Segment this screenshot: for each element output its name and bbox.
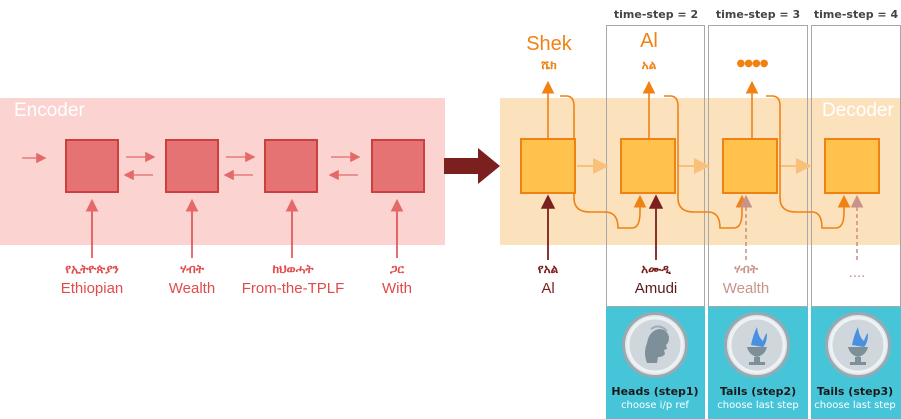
encoder-cell (165, 139, 219, 193)
decoder-output-ellipsis: ●●●● (736, 58, 769, 69)
decoder-input-english: Al (541, 280, 555, 297)
encoder-cell (371, 139, 425, 193)
encoder-input-english: From-the-TPLF (241, 280, 345, 297)
decoder-cell (520, 138, 576, 194)
timestep-label: time-step = 2 (613, 8, 699, 21)
encoder-input-amharic: የኢትዮጵያን (65, 262, 119, 276)
encoder-input-amharic: ሃብት (180, 262, 204, 276)
decoder-output-english: Al (640, 30, 658, 52)
encoder-input-amharic: ከህወሓት (272, 262, 314, 276)
encoder-input-amharic: ጋር (389, 262, 405, 276)
coin-caption: Heads (step1) choose i/p ref (605, 385, 705, 412)
encoder-title: Encoder (14, 100, 85, 121)
decoder-output-amharic: አል (641, 58, 657, 72)
woman-profile-icon (622, 312, 688, 378)
fire-urn-icon (724, 312, 790, 378)
encoder-input-english: Wealth (168, 280, 216, 297)
encoder-input-english: With (382, 280, 412, 297)
coin-title: Tails (step2) (719, 385, 797, 398)
decoder-input-english: Amudi (634, 280, 678, 297)
coin-subtitle: choose i/p ref (621, 400, 689, 411)
decoder-input-amharic: የአል (537, 262, 559, 276)
timestep-label: time-step = 4 (813, 8, 899, 21)
encoder-cell (65, 139, 119, 193)
coin-caption: Tails (step3) choose last step (808, 385, 901, 412)
coin-title: Heads (step1) (611, 385, 699, 398)
decoder-input-english: Wealth (722, 280, 770, 297)
decoder-output-amharic: ሼክ (541, 58, 557, 72)
encoder-cell (264, 139, 318, 193)
fire-urn-icon (825, 312, 891, 378)
decoder-output-english: Shek (526, 33, 572, 55)
coin-subtitle: choose last step (814, 400, 896, 411)
decoder-title: Decoder (822, 100, 894, 121)
coin-caption: Tails (step2) choose last step (708, 385, 808, 412)
decoder-input-amharic: አሙዲ (641, 262, 671, 276)
decoder-cell (824, 138, 880, 194)
encoder-input-english: Ethiopian (60, 280, 124, 297)
decoder-input-amharic: ሃብት (734, 262, 758, 276)
decoder-cell (620, 138, 676, 194)
coin-title: Tails (step3) (816, 385, 894, 398)
coin-subtitle: choose last step (717, 400, 799, 411)
decoder-input-english: .... (848, 264, 866, 281)
timestep-label: time-step = 3 (715, 8, 801, 21)
decoder-cell (722, 138, 778, 194)
